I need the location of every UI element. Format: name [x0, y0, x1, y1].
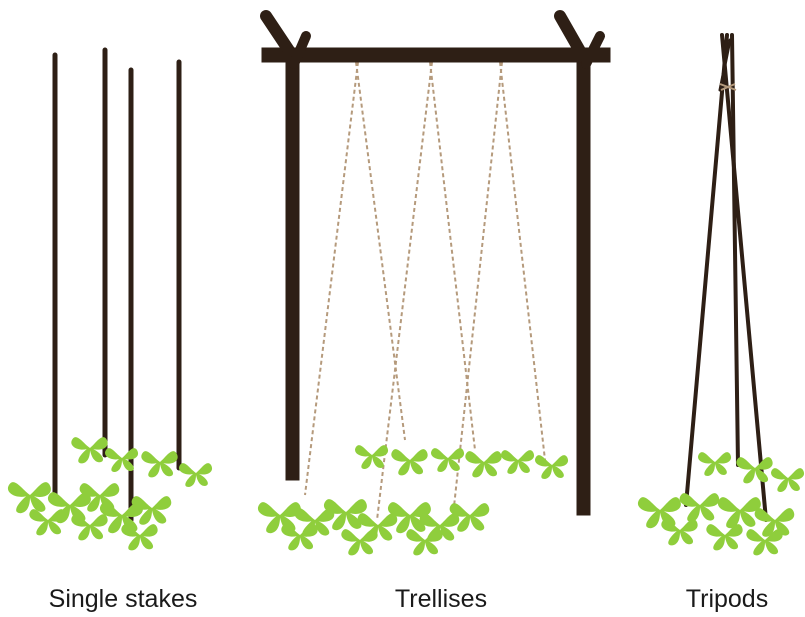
seedling [341, 529, 377, 555]
seedling [406, 529, 442, 555]
caption-trellises: Trellises [395, 585, 487, 614]
seedling [71, 514, 107, 540]
seedling [179, 463, 212, 487]
seedling [121, 524, 157, 550]
caption-tripods: Tripods [686, 585, 768, 614]
seedling [771, 468, 804, 492]
seedling [680, 493, 720, 522]
string [356, 62, 405, 440]
tripod-pole [732, 35, 738, 465]
string [500, 62, 545, 460]
caption-single-stakes: Single stakes [49, 585, 198, 614]
single-stakes-illustration [8, 50, 212, 550]
seedling [501, 450, 534, 474]
tripod-illustration [638, 35, 804, 555]
seedling [638, 497, 681, 528]
seedling [355, 445, 388, 469]
trellis-left-post [286, 55, 299, 480]
seedling [706, 524, 742, 550]
string [305, 62, 358, 495]
seedling [698, 452, 731, 476]
trellis-illustration [258, 16, 610, 555]
seedling [535, 455, 568, 479]
seedlings-trellis [258, 445, 568, 555]
seedlings-tripod [638, 452, 804, 555]
trellis-right-post [577, 55, 590, 515]
seedling [8, 482, 51, 513]
seedling [465, 451, 501, 477]
seedling [661, 519, 697, 545]
seedling [718, 497, 761, 528]
trellis-frame [262, 16, 610, 515]
seedling [71, 437, 107, 463]
seedling [736, 457, 772, 483]
string [430, 62, 475, 450]
tripod-pole [686, 35, 727, 505]
tripod-poles [686, 35, 766, 520]
seedling [281, 524, 317, 550]
tripod-pole [722, 35, 766, 520]
stakes [55, 50, 179, 520]
trellis-crossbar [262, 48, 610, 62]
seedling [258, 502, 301, 533]
seedling [391, 449, 427, 475]
seedling [141, 451, 177, 477]
